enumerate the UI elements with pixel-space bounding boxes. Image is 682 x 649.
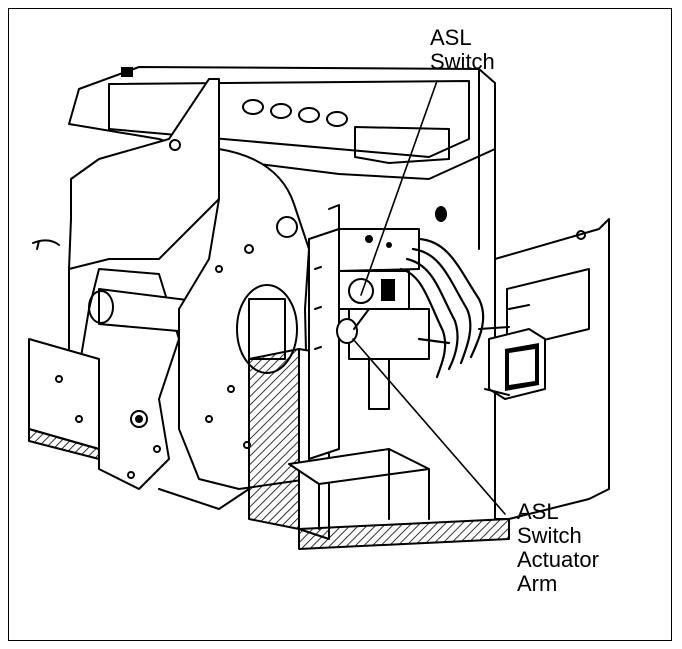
asl-switch-assembly (308, 204, 430, 460)
relay-block (478, 326, 546, 400)
left-cam-plate (32, 78, 220, 350)
wiring-harness (399, 237, 485, 379)
actuator-arm-label-line-2: Switch (517, 523, 582, 548)
asl-switch-actuator-arm-label: ASL Switch Actuator Arm (517, 500, 599, 596)
actuator-arm-leader (352, 338, 506, 515)
asl-switch-label-line-2: Switch (430, 49, 495, 74)
asl-switch-label-line-1: ASL (430, 25, 472, 50)
top-housing (68, 66, 496, 260)
actuator-arm-label-line-1: ASL (517, 499, 559, 524)
right-side-wall (494, 218, 610, 520)
actuator-arm-label-line-4: Arm (517, 571, 558, 596)
asl-switch-leader (360, 80, 438, 296)
base-plate (28, 338, 100, 460)
figure-frame: ASL Switch ASL Switch Actuator Arm (8, 8, 672, 641)
breaker-mechanism-drawing (28, 66, 610, 550)
actuator-arm-label-line-3: Actuator (517, 547, 599, 572)
asl-switch-label: ASL Switch (430, 26, 495, 74)
